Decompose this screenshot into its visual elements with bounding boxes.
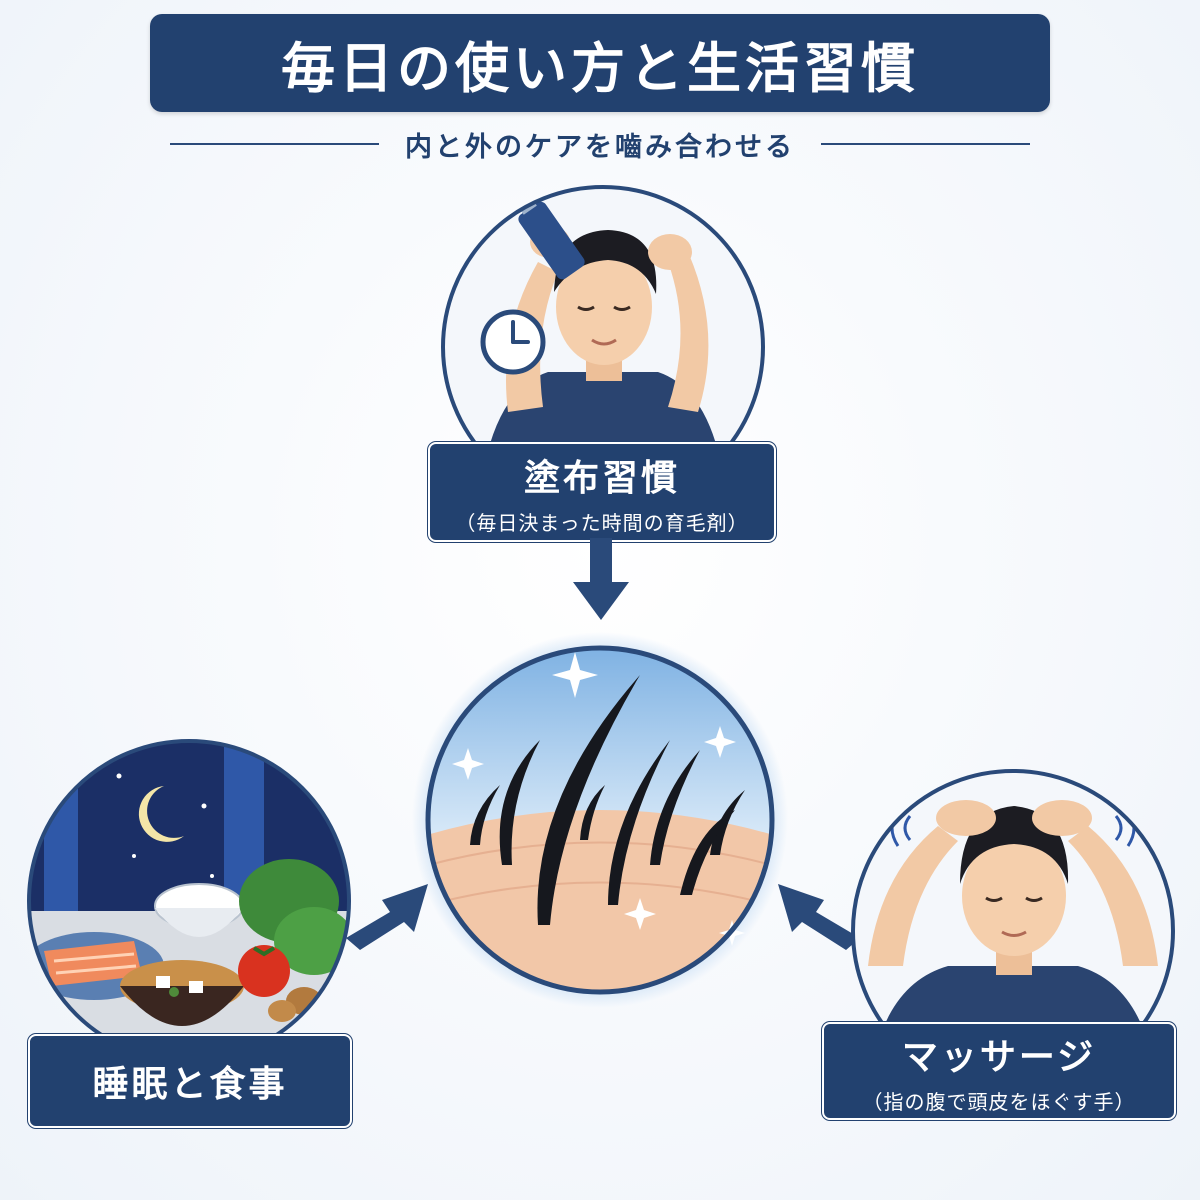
moon-icon bbox=[138, 786, 184, 842]
sleep-diet-label: 睡眠と食事 bbox=[28, 1034, 352, 1128]
page-title: 毎日の使い方と生活習慣 bbox=[150, 14, 1050, 112]
divider-right bbox=[821, 143, 1030, 145]
sparkle-icon bbox=[704, 726, 736, 758]
sleep-diet-illustration bbox=[27, 739, 351, 1063]
scalp-illustration bbox=[412, 632, 788, 1008]
page-subtitle: 内と外のケアを嚙み合わせる bbox=[405, 131, 795, 163]
arrow-down-icon bbox=[573, 538, 629, 620]
divider-left bbox=[170, 143, 379, 145]
sparkle-icon bbox=[624, 898, 656, 930]
sleep-diet-title: 睡眠と食事 bbox=[92, 1064, 288, 1105]
application-label: 塗布習慣 （毎日決まった時間の育毛剤） bbox=[428, 442, 776, 542]
application-caption: （毎日決まった時間の育毛剤） bbox=[455, 510, 749, 535]
arrow-left-icon bbox=[778, 884, 860, 950]
application-title: 塗布習慣 bbox=[523, 457, 680, 499]
sparkle-icon bbox=[552, 652, 598, 698]
clock-icon bbox=[480, 309, 546, 375]
subtitle-row: 内と外のケアを嚙み合わせる bbox=[170, 122, 1030, 166]
massage-caption: （指の腹で頭皮をほぐす手） bbox=[862, 1089, 1136, 1114]
arrow-right-icon bbox=[346, 884, 428, 950]
sparkle-icon bbox=[452, 748, 484, 780]
massage-label: マッサージ （指の腹で頭皮をほぐす手） bbox=[822, 1022, 1176, 1120]
massage-title: マッサージ bbox=[901, 1036, 1097, 1078]
